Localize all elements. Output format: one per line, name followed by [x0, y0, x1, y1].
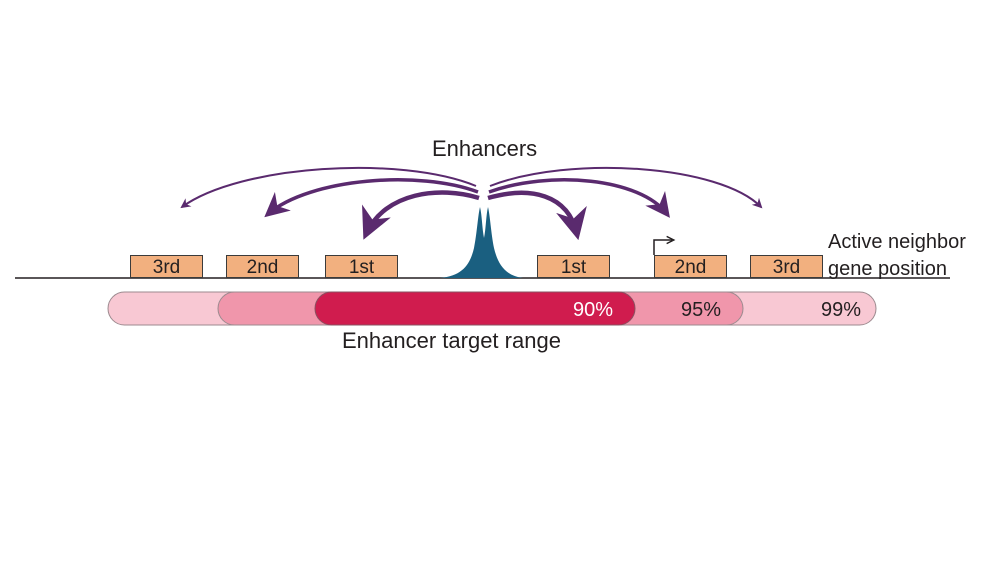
enhancers-title: Enhancers	[432, 136, 538, 161]
arrow-to-left-1st	[362, 190, 480, 240]
gene-right-1st: 1st	[537, 255, 610, 278]
gene-left-2nd: 2nd	[226, 255, 299, 278]
arrow-to-right-1st	[487, 190, 587, 241]
range-label-95: 95%	[681, 299, 722, 321]
arrow-to-left-2nd	[264, 178, 479, 218]
range-label-90: 90%	[573, 299, 614, 321]
side-label-line2: gene position	[828, 258, 947, 280]
arrow-to-right-3rd	[489, 166, 763, 209]
gene-left-1st: 1st	[325, 255, 398, 278]
arrow-to-left-3rd	[180, 166, 477, 209]
arrow-to-right-2nd	[488, 178, 670, 218]
gene-left-3rd: 3rd	[130, 255, 203, 278]
side-label-line1: Active neighbor	[828, 231, 966, 253]
range-band-90	[314, 291, 636, 326]
enhancer-peak	[440, 207, 523, 278]
enhancer-target-range-label: Enhancer target range	[342, 328, 561, 353]
gene-right-3rd: 3rd	[750, 255, 823, 278]
side-label: Active neighbor gene position	[828, 229, 966, 283]
tss-arrow-icon	[653, 240, 672, 255]
gene-right-2nd: 2nd	[654, 255, 727, 278]
range-label-99: 99%	[821, 299, 862, 321]
